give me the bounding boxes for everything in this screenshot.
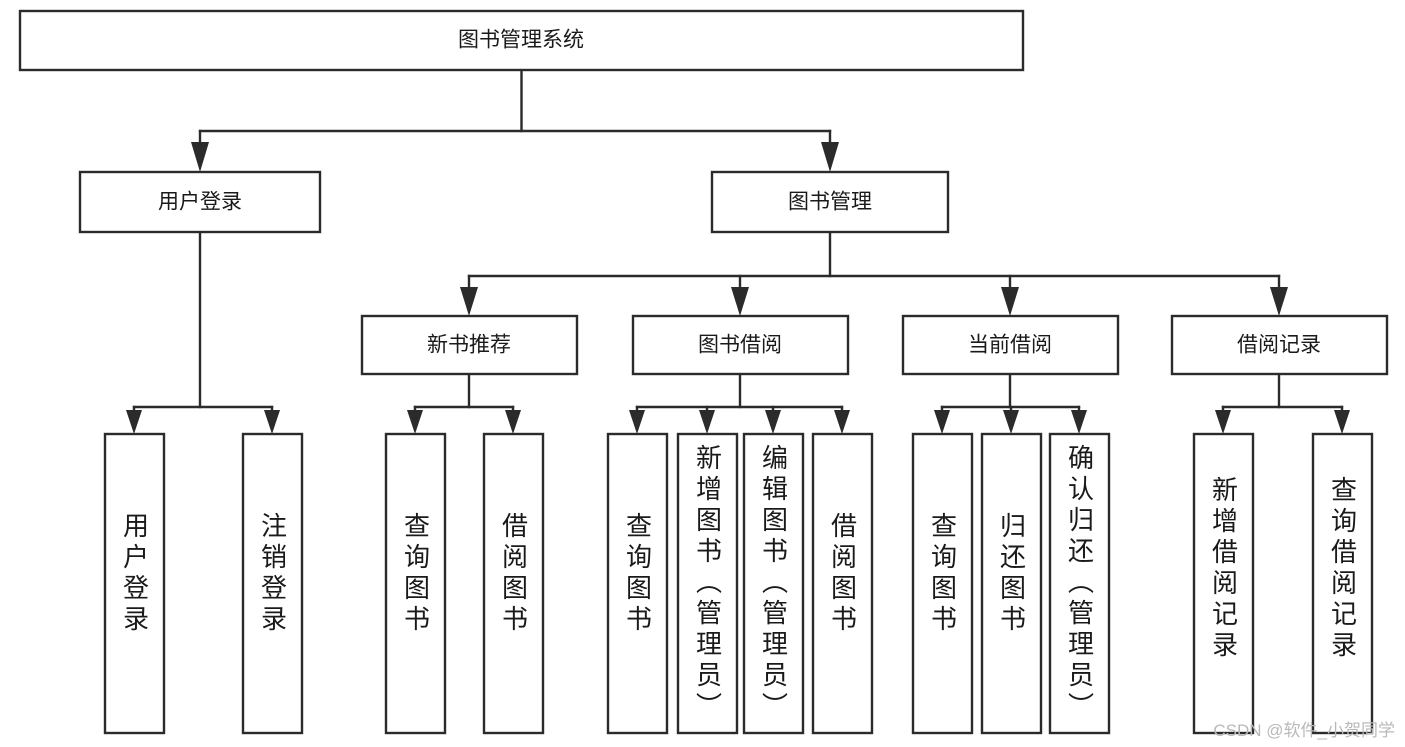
node-book-borrow-box[interactable] [631,314,850,376]
node-user-login-label: 用户登录 [158,191,242,214]
arrow-head-leaf-confirm-return [1071,410,1087,434]
node-leaf-add-book-box[interactable] [676,432,739,735]
node-leaf-return-book-box[interactable] [980,432,1043,735]
node-new-book-recommend-label: 新书推荐 [427,334,511,357]
node-leaf-query-book-2-box[interactable] [606,432,669,735]
node-leaf-confirm-return-box[interactable] [1048,432,1111,735]
connector-group-new-book-recommend [407,372,521,434]
node-book-manage-box[interactable] [710,170,950,234]
node-user-login[interactable]: 用户登录 [78,170,322,234]
node-leaf-query-book-1-box[interactable] [384,432,447,735]
node-borrow-record-box[interactable] [1170,314,1389,376]
arrow-head-borrow-record [1270,287,1288,316]
arrow-head-leaf-add-record [1215,410,1231,434]
node-user-login-box[interactable] [78,170,322,234]
node-new-book-recommend-box[interactable] [360,314,579,376]
node-current-borrow-label: 当前借阅 [968,334,1052,357]
arrow-head-leaf-query-record [1334,410,1350,434]
arrow-head-leaf-borrow-book-2 [834,410,850,434]
arrow-head-leaf-return-book [1003,410,1019,434]
node-borrow-record[interactable]: 借阅记录 [1170,314,1389,376]
node-new-book-recommend[interactable]: 新书推荐 [360,314,579,376]
node-root-box[interactable] [18,9,1025,72]
arrow-head-leaf-logout [264,410,280,434]
arrow-head-book-manage [821,142,839,172]
node-book-borrow-label: 图书借阅 [698,334,782,357]
arrow-head-leaf-add-book [699,410,715,434]
node-book-borrow[interactable]: 图书借阅 [631,314,850,376]
arrow-head-new-book-recommend [460,287,478,316]
connector-group-book-manage [460,230,1288,316]
connector-group-borrow-record [1215,372,1350,434]
arrow-head-leaf-edit-book [765,410,781,434]
node-book-manage[interactable]: 图书管理 [710,170,950,234]
node-borrow-record-label: 借阅记录 [1237,334,1321,357]
node-root[interactable]: 图书管理系统 [18,9,1025,72]
node-leaf-edit-book-box[interactable] [742,432,805,735]
arrow-head-current-borrow [1001,287,1019,316]
node-leaf-borrow-book-1-box[interactable] [482,432,545,735]
node-leaf-query-record-box[interactable] [1311,432,1374,735]
arrow-head-leaf-query-book-1 [407,410,423,434]
node-leaf-add-record-box[interactable] [1192,432,1255,735]
node-root-label: 图书管理系统 [458,29,584,52]
node-leaf-user-login-box[interactable] [103,432,166,735]
connector-group-root [191,68,839,172]
node-leaf-borrow-book-2-box[interactable] [811,432,874,735]
arrow-head-book-borrow [731,287,749,316]
arrow-head-leaf-user-login [126,410,142,434]
leaf-boxes [103,432,1374,735]
node-current-borrow-box[interactable] [901,314,1120,376]
arrow-head-user-login [191,142,209,172]
node-current-borrow[interactable]: 当前借阅 [901,314,1120,376]
node-leaf-logout-box[interactable] [241,432,304,735]
arrow-head-leaf-borrow-book-1 [505,410,521,434]
arrow-head-leaf-query-book-3 [934,410,950,434]
connector-group-current-borrow [934,372,1087,434]
node-book-manage-label: 图书管理 [788,191,872,214]
node-leaf-query-book-3-box[interactable] [911,432,974,735]
connector-group-user-login [126,230,280,434]
arrow-head-leaf-query-book-2 [629,410,645,434]
connector-group-book-borrow [629,372,850,434]
